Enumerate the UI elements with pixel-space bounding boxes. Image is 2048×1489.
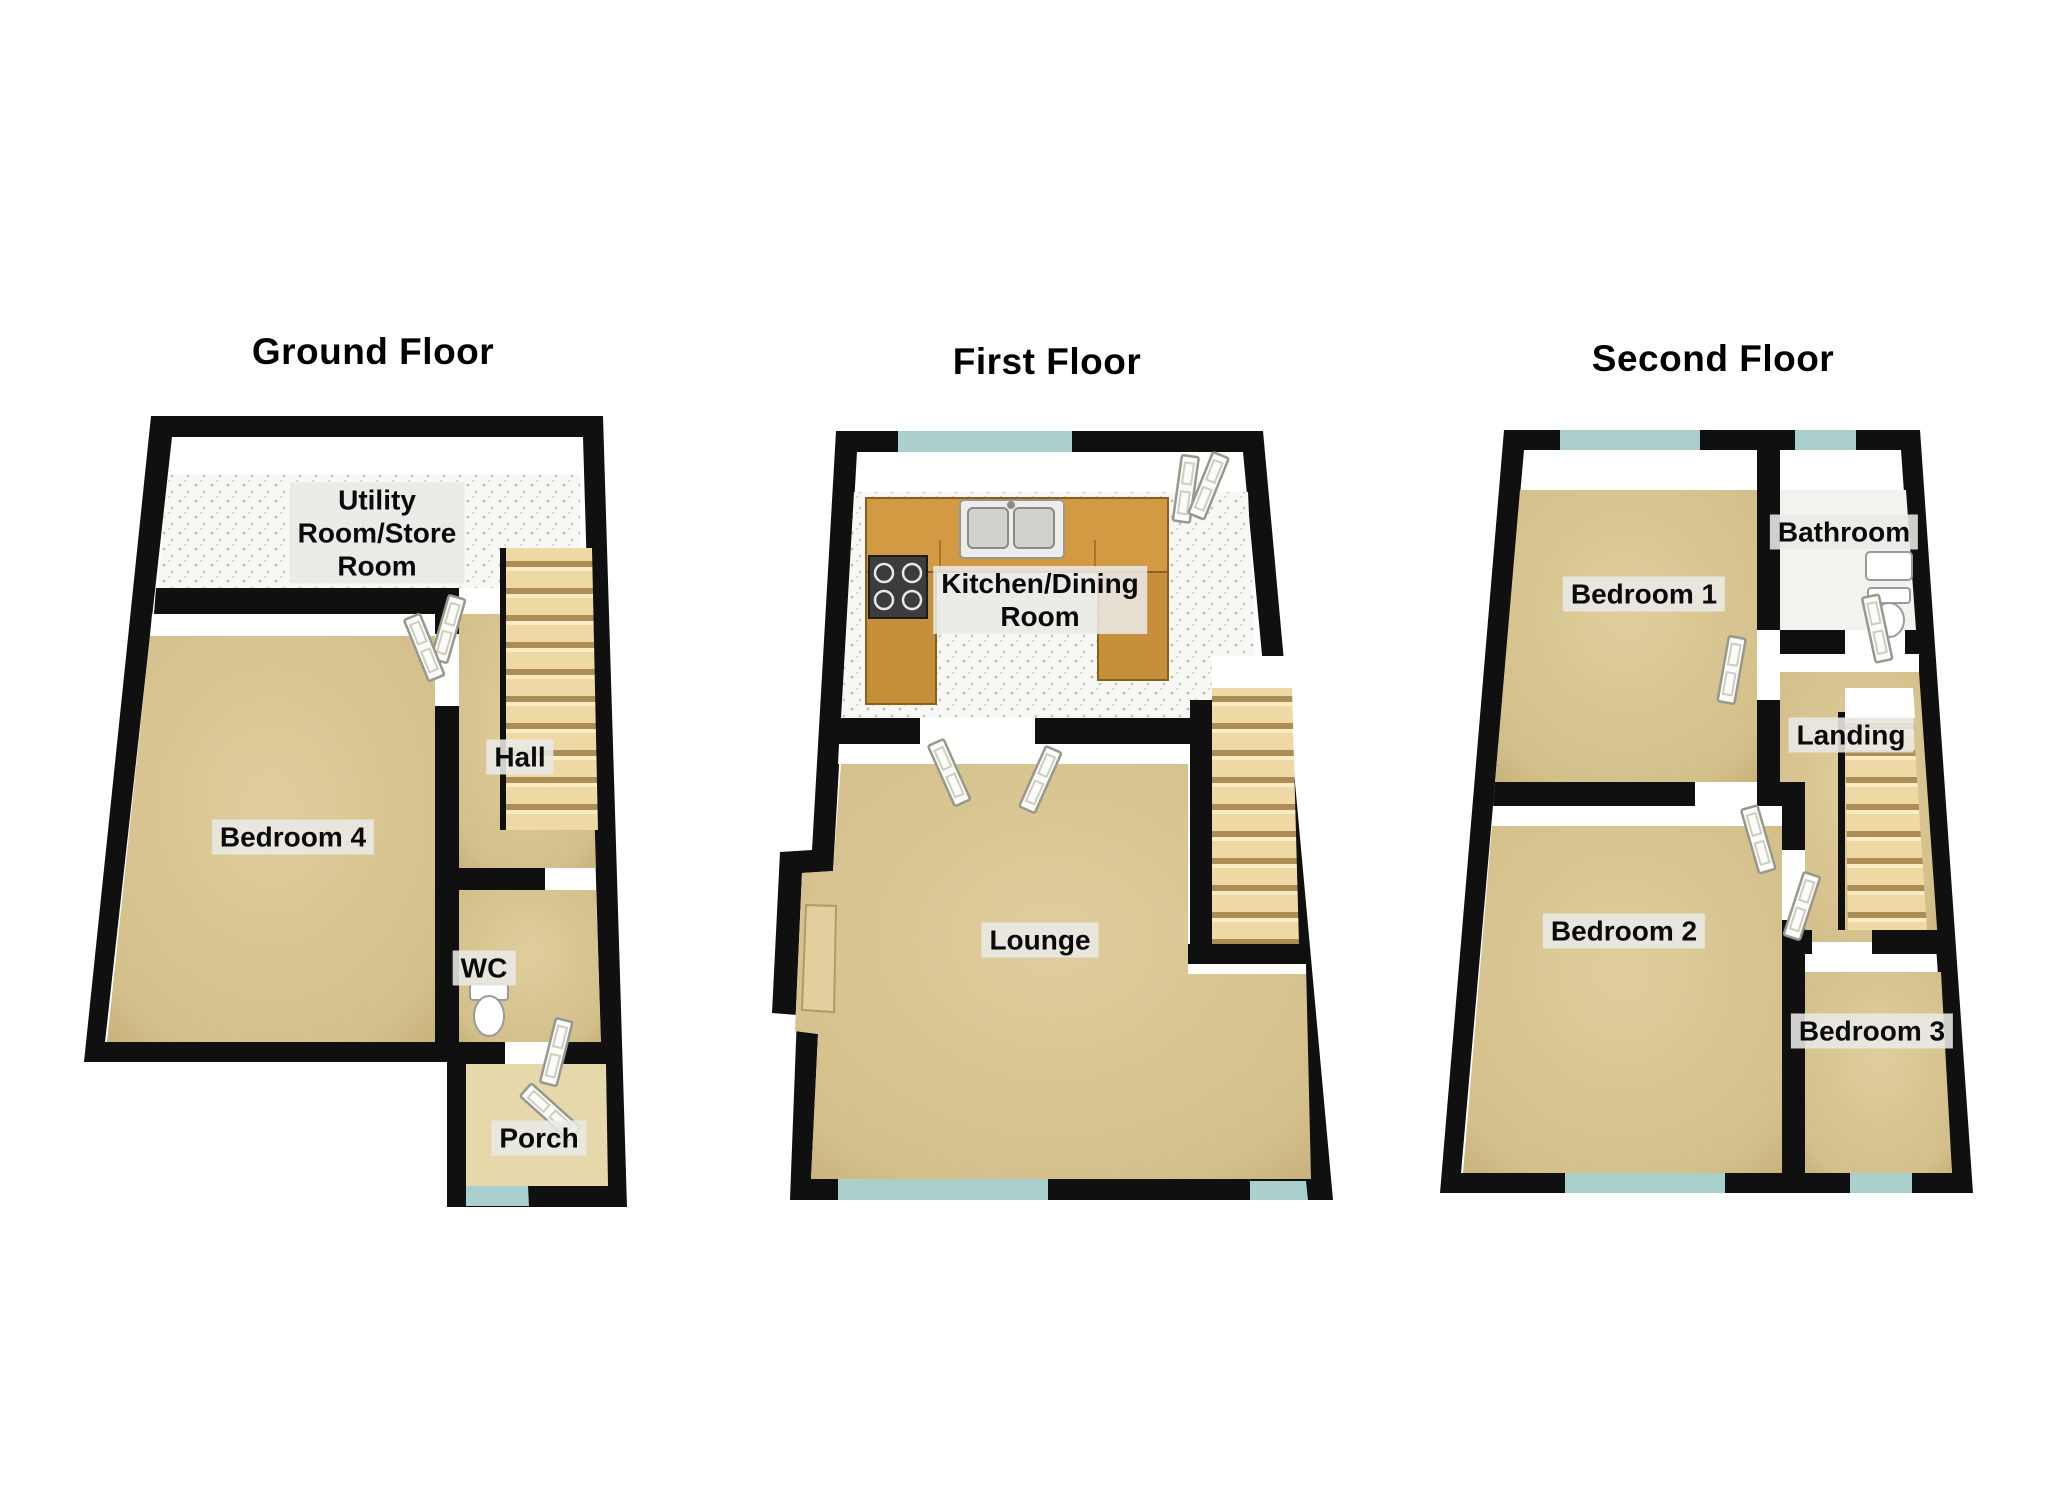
- stair-bottom-wall: [1188, 944, 1306, 964]
- room-label-porch: Porch: [491, 1120, 587, 1156]
- bedroom-2-floor: [1463, 826, 1782, 1173]
- stair-landing: [1212, 656, 1292, 688]
- bedroom-1-wall-upper: [1757, 450, 1780, 630]
- ground-stairs: [505, 548, 598, 830]
- stair-stringer: [1838, 712, 1845, 930]
- room-label-bedroom-1: Bedroom 1: [1562, 576, 1726, 612]
- bedroom-divider-wall: [1493, 782, 1695, 806]
- room-label-bedroom-3: Bedroom 3: [1790, 1013, 1954, 1049]
- bedroom-2-window: [1565, 1173, 1725, 1193]
- kitchen-sink: [959, 499, 1065, 559]
- wc-wall: [459, 868, 545, 890]
- bedroom-divider-stub: [1757, 782, 1805, 806]
- first-floor-plan: [772, 431, 1333, 1200]
- hearth: [800, 903, 838, 1014]
- room-label-bedroom-2: Bedroom 2: [1542, 913, 1706, 949]
- room-label-bathroom: Bathroom: [1769, 514, 1919, 550]
- kitchen-window: [898, 431, 1072, 452]
- lounge-floor: [795, 764, 1311, 1179]
- porch-window: [466, 1186, 529, 1206]
- hall-wall-lower: [435, 706, 459, 1042]
- stair-landing: [1845, 688, 1915, 718]
- bedroom-3-window: [1850, 1173, 1912, 1193]
- room-label-hall: Hall: [486, 739, 554, 775]
- room-label-utility: Utility Room/Store Room: [289, 482, 465, 584]
- stair-stringer: [500, 548, 506, 830]
- bedroom-3-wall: [1872, 930, 1940, 954]
- bathroom-wall-stub: [1905, 630, 1919, 654]
- bedroom-3-wall-stub: [1805, 930, 1812, 954]
- porch-wall-right: [555, 1042, 607, 1064]
- room-label-wc: WC: [452, 950, 516, 986]
- room-label-landing: Landing: [1788, 717, 1914, 753]
- bathroom-window: [1795, 430, 1856, 450]
- stairwell-wall: [1190, 700, 1212, 964]
- wall-face: [150, 614, 435, 636]
- bedroom-1-floor: [1495, 490, 1757, 782]
- wall-face: [838, 744, 1190, 764]
- room-label-lounge: Lounge: [981, 922, 1099, 958]
- ground-floor-title: Ground Floor: [251, 331, 495, 372]
- kitchen-lounge-wall-right: [1035, 718, 1190, 744]
- bedroom-1-window: [1560, 430, 1700, 450]
- bathroom-sink: [1865, 551, 1913, 581]
- wall-face: [1188, 964, 1306, 974]
- bedroom-3-floor: [1805, 972, 1952, 1173]
- second-floor-title: Second Floor: [1591, 338, 1835, 379]
- second-floor-plan: [1440, 430, 1973, 1193]
- first-floor-title: First Floor: [952, 341, 1142, 382]
- bathroom-wall: [1780, 630, 1845, 654]
- bedroom-2-wall-upper: [1782, 806, 1805, 850]
- bedroom-1-wall-lower: [1757, 700, 1780, 806]
- kitchen-lounge-wall-left: [839, 718, 920, 744]
- utility-divider-wall: [154, 588, 440, 614]
- stove: [868, 555, 928, 619]
- wall-face: [1780, 654, 1919, 672]
- second-stairs: [1845, 718, 1927, 930]
- porch-wall-left: [466, 1042, 505, 1064]
- lounge-window: [838, 1179, 1048, 1200]
- lounge-window-2: [1250, 1181, 1308, 1200]
- room-label-bedroom-4: Bedroom 4: [211, 819, 375, 855]
- room-label-kitchen-dining: Kitchen/Dining Room: [933, 565, 1147, 635]
- first-stairs: [1212, 688, 1299, 944]
